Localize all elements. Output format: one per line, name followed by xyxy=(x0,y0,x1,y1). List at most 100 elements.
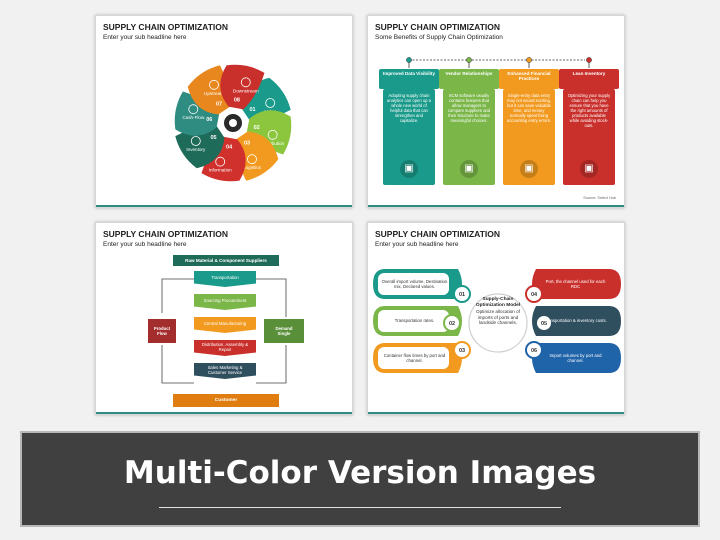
item-shape xyxy=(532,269,621,299)
item-number: 06 xyxy=(531,348,537,354)
segment-label: Inventory xyxy=(186,147,206,152)
boxes-icon: ▣ xyxy=(580,160,598,178)
segment-number: 01 xyxy=(249,107,255,113)
card-header xyxy=(439,69,499,89)
segment-icon xyxy=(240,77,251,88)
item-number-badge xyxy=(525,341,543,359)
segment-label: Cash-Flow xyxy=(182,115,205,120)
item-text: Transportation rates. xyxy=(394,318,435,324)
item-number-badge xyxy=(453,285,471,303)
segment-label: Information xyxy=(209,168,232,173)
segment-label: Upstream xyxy=(204,91,224,96)
slide-thumbnail-4[interactable]: SUPPLY CHAIN OPTIMIZATION Enter your sub… xyxy=(367,222,625,415)
card-body: Optimizing your supply chain can help yo… xyxy=(567,93,611,128)
segment-downstream xyxy=(220,64,265,110)
timeline-dot xyxy=(586,57,592,63)
segment-label: Downstream xyxy=(233,88,259,93)
segment-number: 07 xyxy=(216,102,222,108)
ledger-icon: ▣ xyxy=(520,160,538,178)
slide-title: SUPPLY CHAIN OPTIMIZATION xyxy=(103,229,228,239)
process-step: Transportation xyxy=(194,271,256,287)
timeline-dot xyxy=(406,57,412,63)
item-text: Port, the channel used for each RDC xyxy=(545,278,606,289)
timeline-dot xyxy=(466,57,472,63)
document-icon: ▣ xyxy=(460,160,478,178)
item-number: 05 xyxy=(541,321,547,327)
card-title: Improved Data Visibility xyxy=(383,71,435,76)
card-body: SCM software usually contains features t… xyxy=(447,93,491,123)
card-body-bg xyxy=(443,89,495,185)
item-text: Container flow times by port and channel… xyxy=(383,352,446,363)
timeline-dot xyxy=(526,57,532,63)
segment-inventory xyxy=(175,125,225,169)
segment-icon xyxy=(215,156,226,167)
model-diagram: 01 02 03 04 05 06 xyxy=(373,269,621,373)
flow-lines xyxy=(161,278,287,384)
segment-label: Distribution xyxy=(261,141,284,146)
segment-label: Logistics xyxy=(243,165,262,170)
item-number: 01 xyxy=(459,292,465,298)
banner-title: Multi-Color Version Images xyxy=(123,455,597,491)
process-step: Sales Marketing & Customer Service xyxy=(194,363,256,379)
item-number-badge xyxy=(443,314,461,332)
benefit-card: Enhanced Financial Practices Single-entr… xyxy=(499,69,559,185)
segment-number: 05 xyxy=(210,135,216,141)
card-title: Lean Inventory xyxy=(572,71,606,76)
segment-icon xyxy=(209,79,219,90)
demand-single-box: Demand Single xyxy=(264,319,304,343)
banner-divider xyxy=(159,507,561,508)
slide-thumbnail-2[interactable]: SUPPLY CHAIN OPTIMIZATION Some Benefits … xyxy=(367,15,625,208)
slide-subtitle: Some Benefits of Supply Chain Optimizati… xyxy=(375,34,503,41)
segment-icon xyxy=(265,98,276,108)
segment-upstream xyxy=(187,65,231,115)
slide-thumbnail-1[interactable]: SUPPLY CHAIN OPTIMIZATION Enter your sub… xyxy=(95,15,353,208)
segment-number: 02 xyxy=(254,125,260,131)
segment-icon xyxy=(188,104,199,115)
item-shape xyxy=(532,343,621,373)
suppliers-box: Raw Material & Component Suppliers xyxy=(173,255,279,266)
card-body: Adopting supply chain analytics can open… xyxy=(387,93,431,123)
benefit-card: Improved Data Visibility Adopting supply… xyxy=(379,69,439,185)
item-number: 03 xyxy=(459,348,465,354)
pinwheel-diagram: Value01Distribution02Logistics03Informat… xyxy=(174,64,292,182)
center-body: Optimize allocation of imports of ports … xyxy=(476,309,520,326)
slide-subtitle: Enter your sub headline here xyxy=(103,241,187,248)
card-body-bg xyxy=(383,89,435,185)
item-text: Transportation & inventory costs. xyxy=(544,318,607,324)
slide-title: SUPPLY CHAIN OPTIMIZATION xyxy=(375,22,500,32)
center-title: Supply-Chain Optimization Model xyxy=(475,297,521,308)
slide-subtitle: Enter your sub headline here xyxy=(375,241,459,248)
segment-number: 08 xyxy=(234,97,240,103)
item-text: Overall import volume, Destination mix, … xyxy=(381,278,448,289)
card-title: Vendor Relationships xyxy=(445,71,493,76)
process-step: Distribution, Assembly & Repair xyxy=(194,340,256,356)
benefit-card: Lean Inventory Optimizing your supply ch… xyxy=(559,69,619,185)
center-circle xyxy=(468,293,528,353)
segment-number: 03 xyxy=(244,141,250,147)
card-header xyxy=(559,69,619,89)
segment-cash-flow xyxy=(174,91,220,136)
process-step: Sourcing Procurement xyxy=(194,294,256,310)
item-number-badge xyxy=(525,285,543,303)
slide-title: SUPPLY CHAIN OPTIMIZATION xyxy=(375,229,500,239)
segment-number: 06 xyxy=(206,117,212,123)
benefit-card: Vendor Relationships SCM software usuall… xyxy=(439,69,499,185)
customer-box: Customer xyxy=(173,394,279,407)
segment-number: 04 xyxy=(226,145,233,151)
process-step: Central Manufacturing xyxy=(194,317,256,333)
slide-thumbnail-3[interactable]: SUPPLY CHAIN OPTIMIZATION Enter your sub… xyxy=(95,222,353,415)
item-number: 02 xyxy=(449,321,455,327)
chart-icon: ▣ xyxy=(400,160,418,178)
item-number: 04 xyxy=(531,292,538,298)
card-body-bg xyxy=(503,89,555,185)
card-title: Enhanced Financial Practices xyxy=(507,71,551,82)
banner: Multi-Color Version Images xyxy=(20,431,700,527)
card-header xyxy=(379,69,439,89)
item-shape xyxy=(532,306,621,336)
slide-subtitle: Enter your sub headline here xyxy=(103,34,187,41)
item-number-badge xyxy=(535,314,553,332)
segment-icon xyxy=(190,136,201,146)
card-header xyxy=(499,69,559,89)
item-number-badge xyxy=(453,341,471,359)
slide-title: SUPPLY CHAIN OPTIMIZATION xyxy=(103,22,228,32)
